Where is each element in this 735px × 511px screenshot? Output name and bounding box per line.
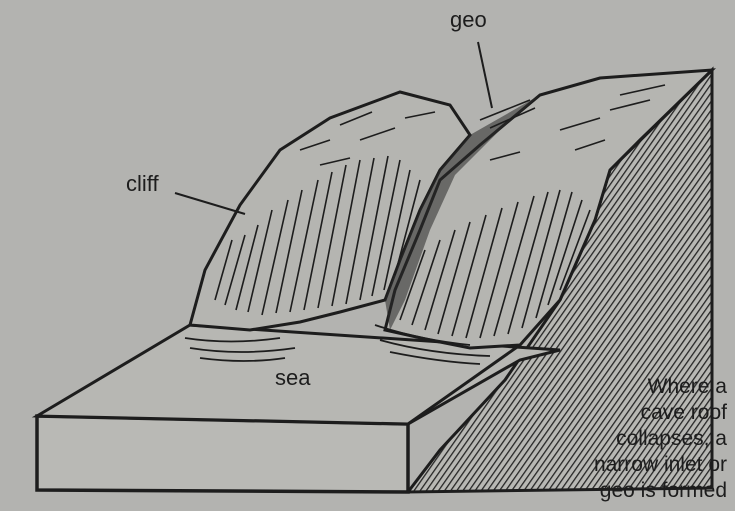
- caption-line: collapses, a: [527, 426, 727, 452]
- sea-label: sea: [275, 366, 310, 390]
- geo-label: geo: [450, 8, 487, 32]
- geo-leader-line: [478, 42, 492, 108]
- geo-caption: Where a cave roof collapses, a narrow in…: [527, 374, 727, 504]
- caption-line: Where a: [527, 374, 727, 400]
- caption-line: cave roof: [527, 400, 727, 426]
- caption-line: geo is formed: [527, 478, 727, 504]
- block-front-face: [37, 416, 408, 492]
- cliff-label: cliff: [126, 172, 159, 196]
- caption-line: narrow inlet or: [527, 452, 727, 478]
- cliff-leader-line: [175, 193, 245, 214]
